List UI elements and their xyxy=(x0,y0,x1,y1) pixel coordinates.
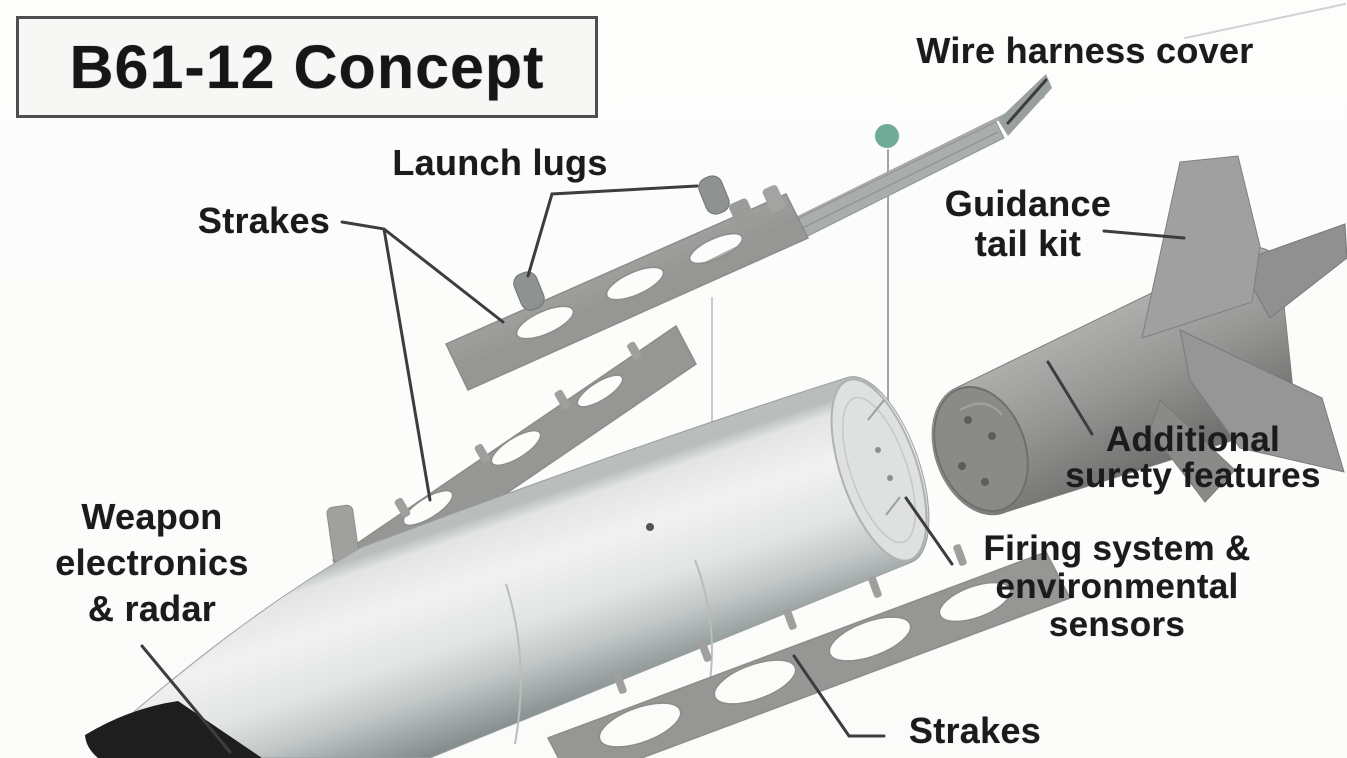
tail-front-face xyxy=(933,386,1029,512)
label-strakes-lower: Strakes xyxy=(908,710,1042,751)
leader-firing xyxy=(904,496,954,566)
label-launch-lugs: Launch lugs xyxy=(392,142,608,183)
page-title: B61-12 Concept xyxy=(69,33,545,101)
tail-fin-bottom xyxy=(1149,399,1236,503)
leader-strakes-lower xyxy=(792,654,886,738)
label-strakes-upper: Strakes xyxy=(197,200,331,241)
nose-cone xyxy=(85,701,262,758)
label-firing-system-sensors: Firing system & environmental sensors xyxy=(952,530,1282,644)
guidance-tail-kit xyxy=(931,155,1347,516)
tail-fin-top xyxy=(1141,155,1261,339)
tail-fin-far xyxy=(1237,223,1347,319)
tail-fin-lower xyxy=(1179,329,1345,473)
label-additional-line1: Additional xyxy=(1105,420,1281,459)
launch-lug xyxy=(513,271,545,311)
body-end-cap xyxy=(830,378,928,562)
leader-lines xyxy=(140,78,1186,754)
label-additional-line2: surety features xyxy=(1065,456,1321,495)
leader-additional xyxy=(1046,360,1094,436)
leader-guidance xyxy=(1102,229,1186,240)
leader-wire-harness xyxy=(1006,78,1048,125)
label-wire-harness-cover: Wire harness cover xyxy=(916,30,1254,71)
leader-weapon xyxy=(140,644,232,754)
label-firing-line1: Firing system & xyxy=(983,529,1251,568)
label-guidance-line1: Guidance xyxy=(944,183,1112,224)
bomb-body xyxy=(85,376,930,758)
label-additional-surety-features: Additional surety features xyxy=(1044,422,1342,494)
label-weapon-line2: electronics xyxy=(55,542,249,583)
leader-launch-lugs xyxy=(526,184,699,278)
title-box: B61-12 Concept xyxy=(16,16,598,118)
label-firing-line2: environmental xyxy=(995,567,1239,606)
label-firing-line3: sensors xyxy=(1048,605,1186,644)
strake-rail-lower xyxy=(546,544,1072,758)
leader-strakes-upper xyxy=(340,220,505,502)
strake-rail-upper xyxy=(444,175,810,391)
label-weapon-electronics-radar: Weapon electronics & radar xyxy=(36,494,268,632)
teal-fastener-dot xyxy=(875,124,899,148)
label-weapon-line3: & radar xyxy=(87,588,217,629)
label-guidance-tail-kit: Guidance tail kit xyxy=(928,184,1128,264)
label-weapon-line1: Weapon xyxy=(81,496,223,537)
label-guidance-line2: tail kit xyxy=(974,223,1082,264)
launch-lug xyxy=(698,175,730,215)
